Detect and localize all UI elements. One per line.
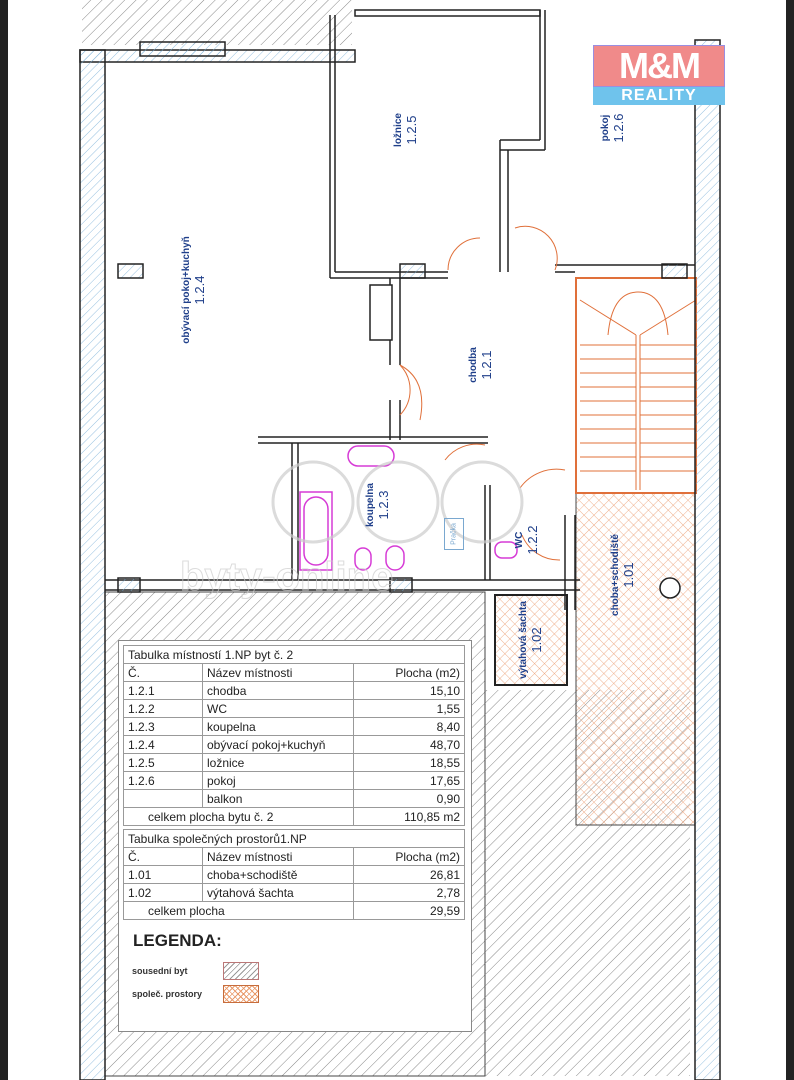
room-name: balkon [202,789,354,808]
room-area: 1,55 [353,699,465,718]
mm-reality-logo: M&M REALITY [593,45,725,107]
legend-title: LEGENDA: [133,931,222,950]
room-code: 1.2.2 [123,699,203,718]
logo-brand: M&M [593,45,725,87]
legend-item-common: společ. prostory [132,989,203,999]
room-code: 1.2.5 [123,753,203,772]
table-title: Tabulka společných prostorů1.NP [123,829,465,848]
room-area: 15,10 [353,681,465,700]
legend-swatch-gray-hatch [223,962,259,980]
room-name: koupelna [202,717,354,736]
table-total-value: 29,59 [353,901,465,920]
room-area: 18,55 [353,753,465,772]
apartment-rooms-table: Tabulka místností 1.NP byt č. 2 Č.Název … [123,645,465,826]
room-code: 1.2.4 [123,735,203,754]
room-tables-panel: Tabulka místností 1.NP byt č. 2 Č.Název … [118,640,472,1032]
room-area: 0,90 [353,789,465,808]
room-area: 2,78 [353,883,465,902]
room-name: pokoj [202,771,354,790]
room-code: 1.02 [123,883,203,902]
doors [399,225,566,561]
room-name: WC [202,699,354,718]
room-code [123,789,203,808]
legend-swatch-orange-crosshatch [223,985,259,1003]
washer-label: Pračka [444,518,464,550]
table-header: Č. [123,847,203,866]
staircase [579,291,697,490]
walls [79,0,721,1080]
room-code: 1.01 [123,865,203,884]
bathroom-fixtures [299,445,518,571]
table-total-label: celkem plocha bytu č. 2 [123,807,354,826]
table-header: Název místnosti [202,663,354,682]
room-name: výtahová šachta [202,883,354,902]
room-name: obývací pokoj+kuchyň [202,735,354,754]
table-header: Název místnosti [202,847,354,866]
watermark-text: byty-online [180,555,393,599]
common-spaces-table: Tabulka společných prostorů1.NP Č.Název … [123,829,465,920]
room-area: 48,70 [353,735,465,754]
room-name: chodba [202,681,354,700]
table-total-value: 110,85 m2 [353,807,465,826]
table-header: Č. [123,663,203,682]
room-name: ložnice [202,753,354,772]
room-code: 1.2.3 [123,717,203,736]
legend-item-neighbour: sousední byt [132,966,188,976]
table-header: Plocha (m2) [353,847,465,866]
room-area: 8,40 [353,717,465,736]
room-name: choba+schodiště [202,865,354,884]
watermark-logo [271,460,524,544]
table-total-label: celkem plocha [123,901,354,920]
room-area: 26,81 [353,865,465,884]
room-code: 1.2.1 [123,681,203,700]
table-title: Tabulka místností 1.NP byt č. 2 [123,645,465,664]
room-area: 17,65 [353,771,465,790]
logo-sub: REALITY [593,87,725,105]
table-header: Plocha (m2) [353,663,465,682]
room-code: 1.2.6 [123,771,203,790]
